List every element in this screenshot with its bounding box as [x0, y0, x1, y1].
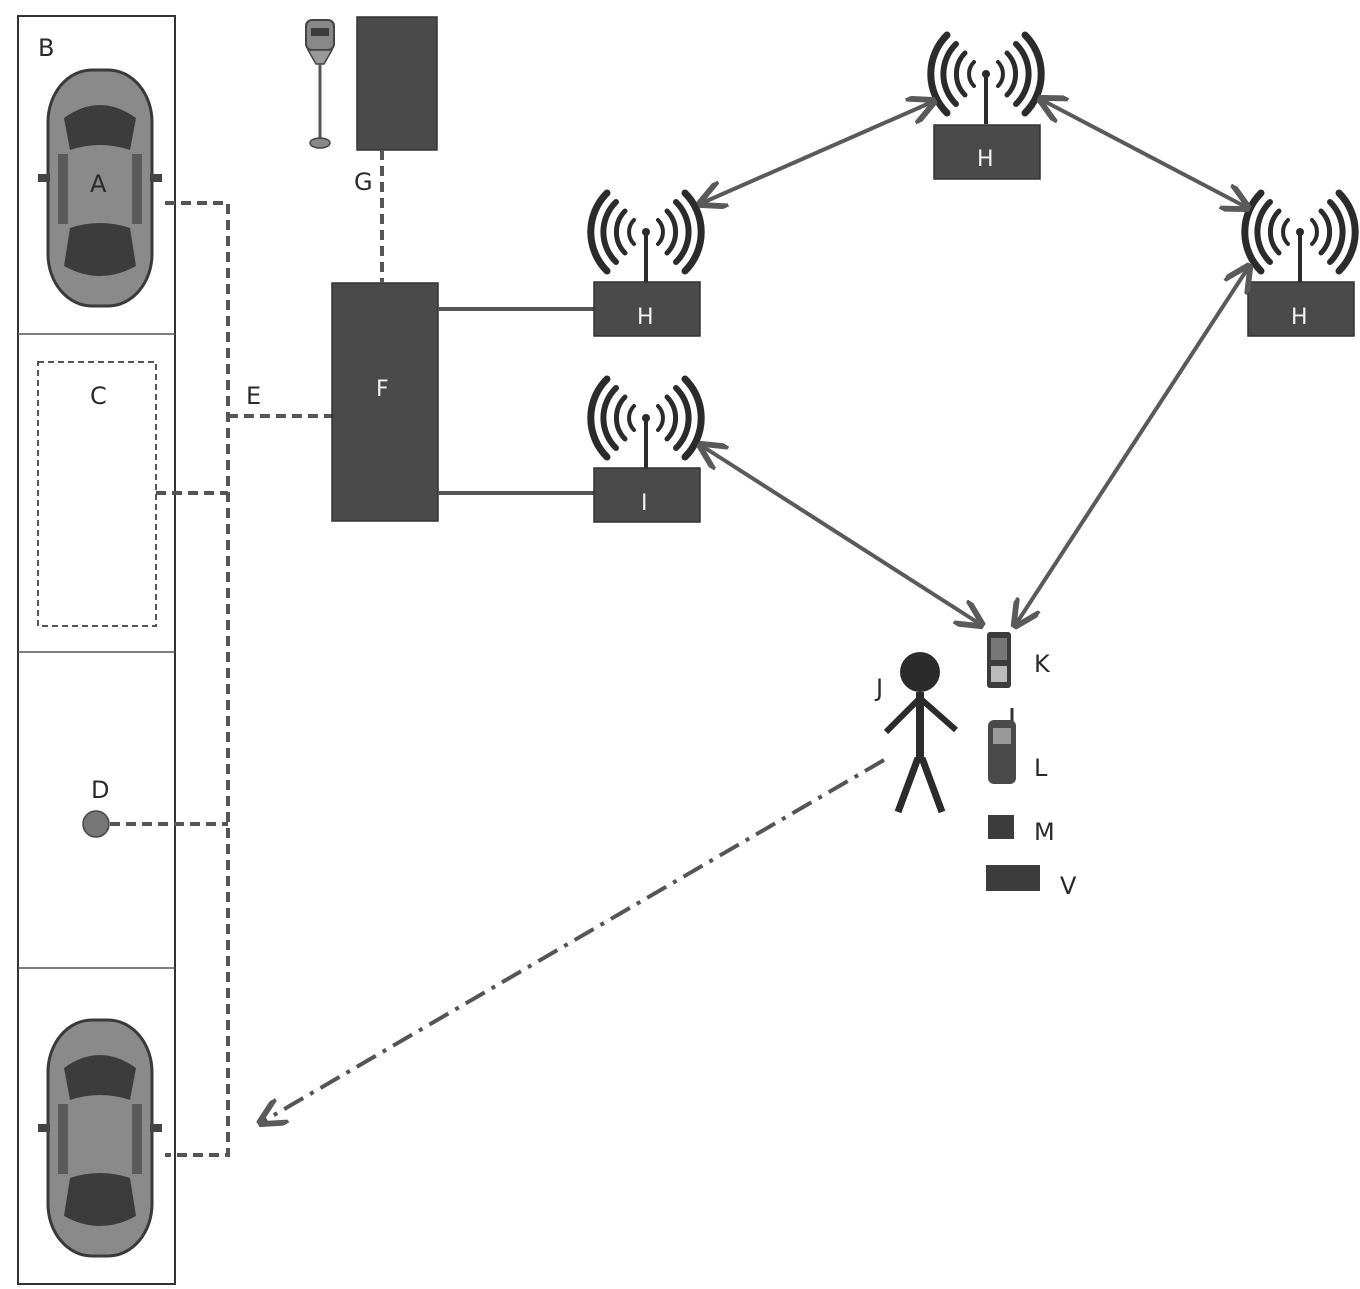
arrow-antenna-top-right — [1042, 100, 1246, 207]
parking-strip-label: B — [38, 34, 54, 62]
card-icon — [986, 865, 1040, 891]
person-icon — [883, 652, 958, 814]
person-label: J — [874, 674, 883, 702]
bus-label: E — [246, 382, 261, 410]
antenna-top-label: H — [977, 147, 994, 172]
parking-meter-icon — [305, 19, 335, 149]
empty-space-label: C — [90, 382, 107, 410]
antenna-right: H — [1245, 193, 1355, 337]
arrow-access-point-smartphone — [702, 446, 980, 624]
bus-lines — [110, 201, 332, 1157]
antenna-right-label: H — [1291, 305, 1308, 330]
smartphone-icon — [987, 632, 1011, 688]
mobile-phone-icon — [988, 708, 1016, 784]
antenna-right-waves-icon — [1245, 193, 1355, 282]
antenna-top: H — [931, 35, 1041, 180]
access-point: I — [591, 379, 701, 523]
sensor-label: D — [91, 776, 109, 804]
arrow-person-to-car — [262, 758, 886, 1122]
controller-box — [331, 282, 439, 522]
tag-label: M — [1034, 818, 1055, 846]
arrow-antenna-right-smartphone — [1016, 268, 1248, 624]
smartphone-label: K — [1034, 650, 1051, 678]
antenna-left-label: H — [637, 305, 654, 330]
arrow-antenna-left-top — [702, 102, 932, 203]
mobile-phone-label: L — [1034, 754, 1048, 782]
meter-terminal-box — [356, 16, 438, 151]
access-point-waves-icon — [591, 379, 701, 468]
tag-icon — [988, 815, 1014, 839]
car-top-label: A — [90, 170, 107, 198]
antenna-left: H — [591, 193, 701, 337]
antenna-left-waves-icon — [591, 193, 701, 282]
sensor-dot — [82, 810, 110, 838]
access-point-label: I — [641, 491, 648, 516]
card-label: V — [1060, 872, 1077, 900]
car-bottom — [36, 1018, 164, 1258]
controller-label: F — [376, 377, 389, 402]
antenna-top-waves-icon — [931, 35, 1041, 124]
meter-link-label: G — [354, 168, 373, 196]
